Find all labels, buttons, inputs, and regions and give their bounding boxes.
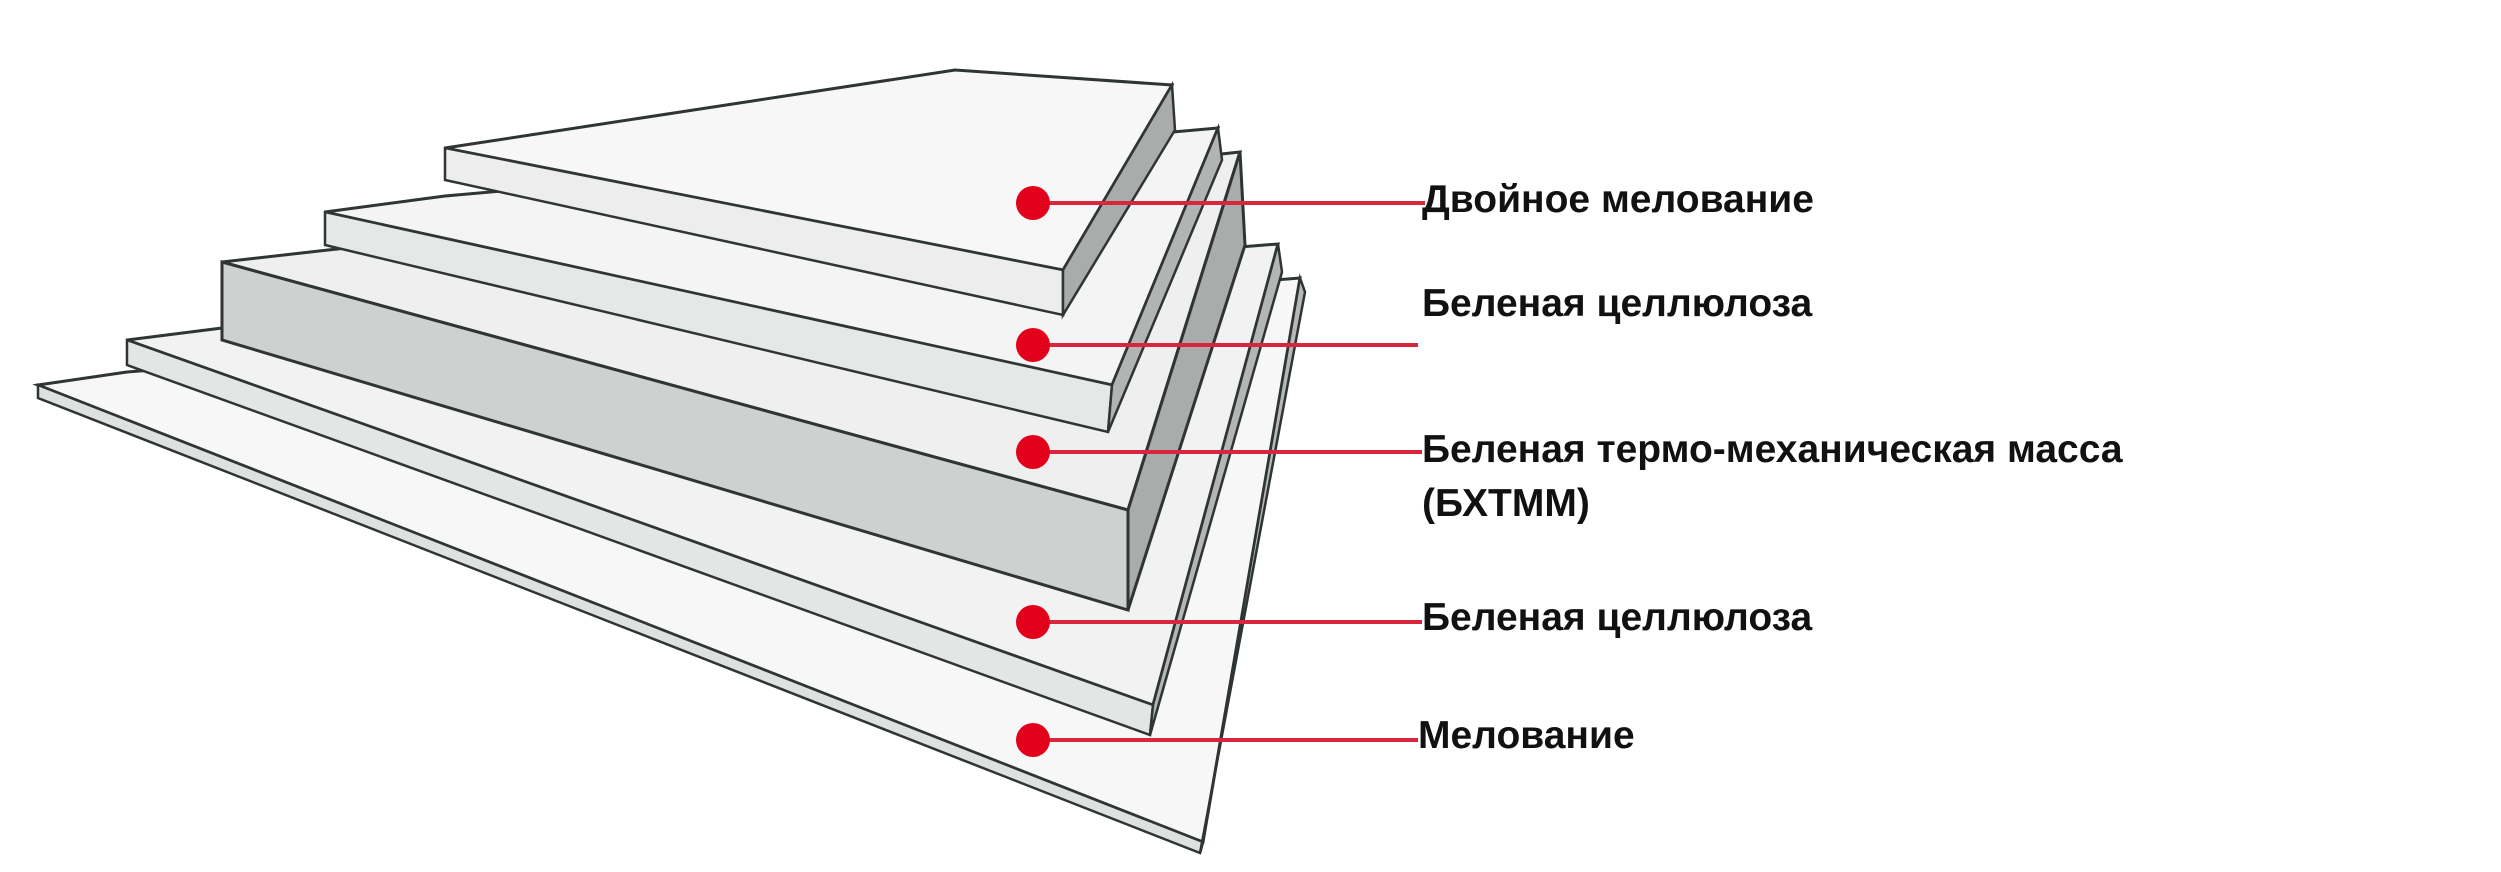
marker-bctmp: [1016, 435, 1050, 469]
bctmp-right-face: [1126, 151, 1247, 611]
marker-bleached-pulp-top: [1016, 328, 1050, 362]
marker-double-coating: [1016, 186, 1050, 220]
label-bctmp-abbreviation: (БХТММ): [1422, 482, 1590, 525]
pulp-bottom-right-edge: [1148, 243, 1284, 736]
double-coating-right-edge: [1061, 80, 1177, 320]
label-double-coating: Двойное мелование: [1422, 178, 1814, 221]
label-bleached-pulp-top: Беленая целлюлоза: [1422, 282, 1813, 325]
layer-double-coating-shape: [443, 68, 1177, 320]
callouts: [1016, 186, 1425, 757]
label-coating: Мелование: [1418, 714, 1635, 757]
marker-coating: [1016, 723, 1050, 757]
label-bleached-pulp-bottom: Беленая целлюлоза: [1422, 596, 1813, 639]
marker-bleached-pulp-bottom: [1016, 605, 1050, 639]
coating-right-edge: [1198, 273, 1307, 854]
label-bctmp: Беленая термо-механическая масса: [1422, 428, 2123, 471]
